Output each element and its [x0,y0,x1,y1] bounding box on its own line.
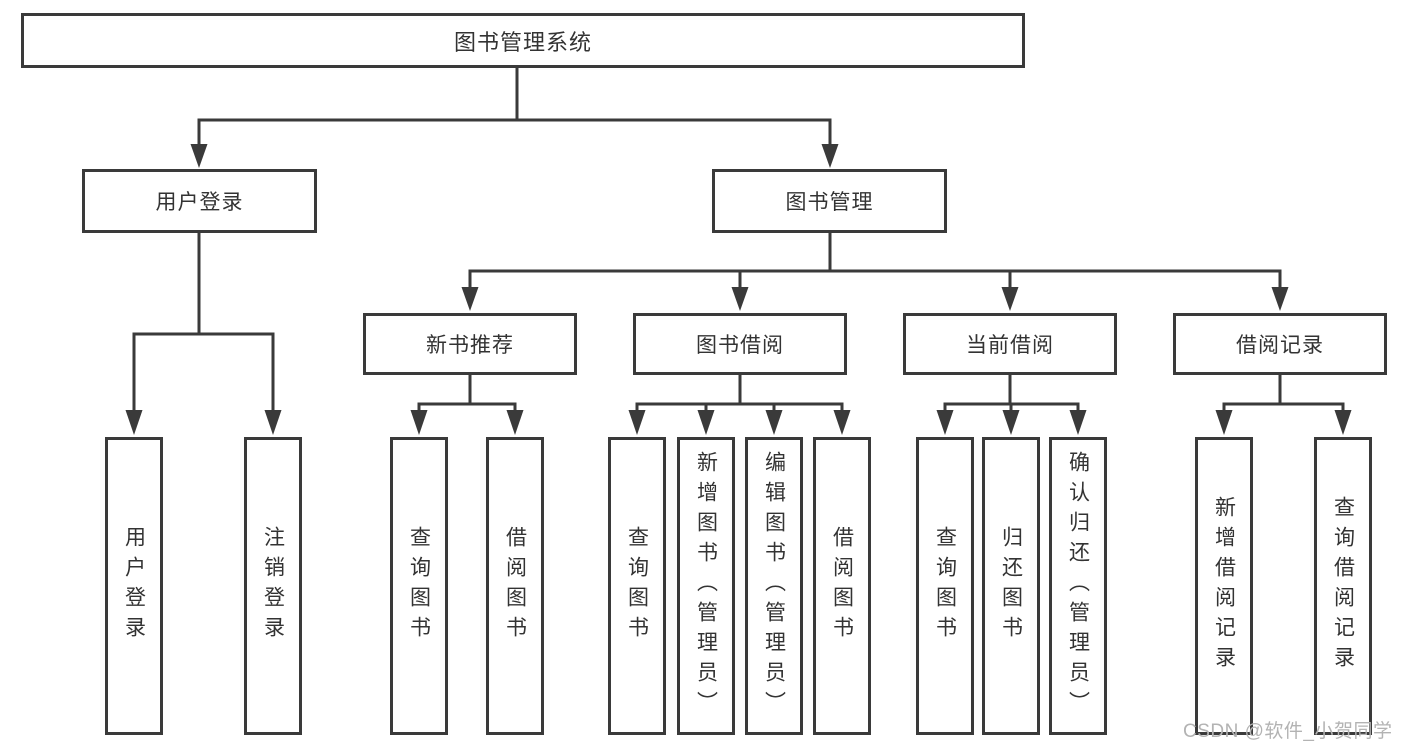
leaf-confirm-return-admin: 确认归还（管理员） [1049,437,1107,735]
node-book-borrow-label: 图书借阅 [696,334,784,357]
leaf-add-borrow-record: 新增借阅记录 [1195,437,1253,735]
node-new-book-recommend-label: 新书推荐 [426,334,514,357]
csdn-watermark: CSDN @软件_小贺同学 [1183,721,1393,742]
leaf-edit-book-admin: 编辑图书（管理员） [745,437,803,735]
leaf-borrow-books-recommend-label: 借阅图书 [503,526,527,646]
leaf-user-login: 用户登录 [105,437,163,735]
leaf-edit-book-admin-label: 编辑图书（管理员） [762,451,786,721]
leaf-query-borrow-record-label: 查询借阅记录 [1331,496,1355,676]
connector-root-to-level2 [190,66,839,168]
connector-borrow-records-to-leaves [1215,373,1352,435]
node-new-book-recommend: 新书推荐 [363,313,577,375]
connector-new-book-recommend-to-leaves [410,373,524,435]
leaf-query-books-current-label: 查询图书 [933,526,957,646]
leaf-logout-login-label: 注销登录 [261,526,285,646]
node-user-login: 用户登录 [82,169,317,233]
leaf-query-books-borrow: 查询图书 [608,437,666,735]
leaf-query-borrow-record: 查询借阅记录 [1314,437,1372,735]
node-root-label: 图书管理系统 [453,29,592,55]
leaf-borrow-books: 借阅图书 [813,437,871,735]
leaf-query-books-current: 查询图书 [916,437,974,735]
leaf-query-books-recommend: 查询图书 [390,437,448,735]
connector-current-borrow-to-leaves [936,373,1087,435]
node-book-management-label: 图书管理 [785,191,874,214]
node-borrow-records: 借阅记录 [1173,313,1387,375]
node-root: 图书管理系统 [21,13,1025,68]
leaf-logout-login: 注销登录 [244,437,302,735]
node-book-borrow: 图书借阅 [633,313,847,375]
node-borrow-records-label: 借阅记录 [1236,334,1324,357]
leaf-borrow-books-recommend: 借阅图书 [486,437,544,735]
connector-user-login-to-leaves [125,231,282,435]
node-user-login-label: 用户登录 [155,191,244,214]
connector-book-management-to-level3 [461,231,1289,311]
node-current-borrow-label: 当前借阅 [966,334,1054,357]
node-current-borrow: 当前借阅 [903,313,1117,375]
leaf-add-book-admin-label: 新增图书（管理员） [694,451,718,721]
leaf-query-books-borrow-label: 查询图书 [625,526,649,646]
leaf-add-book-admin: 新增图书（管理员） [677,437,735,735]
leaf-user-login-label: 用户登录 [122,526,146,646]
leaf-add-borrow-record-label: 新增借阅记录 [1212,496,1236,676]
leaf-return-book-label: 归还图书 [999,526,1023,646]
leaf-borrow-books-label: 借阅图书 [830,526,854,646]
leaf-confirm-return-admin-label: 确认归还（管理员） [1066,451,1090,721]
connector-book-borrow-to-leaves [628,373,851,435]
leaf-return-book: 归还图书 [982,437,1040,735]
node-book-management: 图书管理 [712,169,947,233]
leaf-query-books-recommend-label: 查询图书 [407,526,431,646]
